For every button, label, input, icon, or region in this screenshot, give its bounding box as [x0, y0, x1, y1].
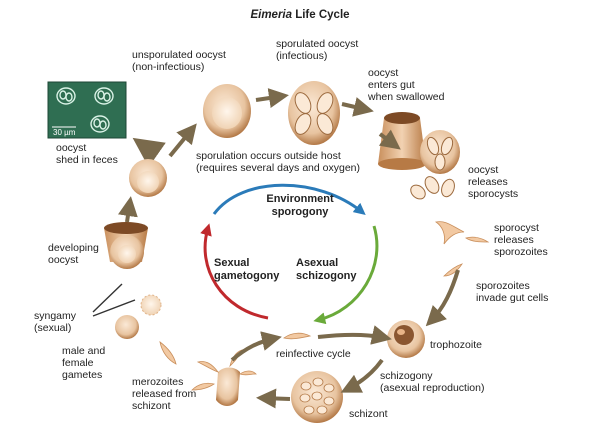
sporozoites [434, 221, 490, 277]
label-merozoites-released: merozoites released from schizont [132, 376, 197, 412]
unsporulated-oocyst [203, 84, 251, 138]
label-developing-oocyst: developing oocyst [48, 242, 99, 266]
label-gametes: male and female gametes [62, 345, 106, 381]
trophozoite [387, 320, 425, 358]
label-sporozoites-invade: sporozoites invade gut cells [476, 280, 549, 304]
label-trophozoite: trophozoite [430, 339, 482, 351]
lifecycle-arrows [118, 88, 460, 409]
syngamy-pointers [92, 283, 136, 317]
diagram-title: Eimeria Life Cycle [0, 9, 600, 21]
shed-oocyst [129, 159, 167, 197]
released-sporocysts [410, 130, 460, 200]
reinfective-merozoite [283, 332, 312, 340]
label-reinfective-cycle: reinfective cycle [276, 348, 351, 360]
title-species: Eimeria [250, 9, 293, 21]
label-schizont: schizont [349, 408, 388, 420]
title-suffix: Life Cycle [292, 9, 350, 21]
center-sexual: Sexual gametogony [214, 257, 280, 282]
label-oocyst-enters-gut: oocyst enters gut when swallowed [368, 67, 445, 103]
label-sporulation: sporulation occurs outside host (require… [196, 150, 361, 174]
cycle-arc-blue [212, 183, 366, 216]
center-environment: Environment sporogony [266, 193, 334, 218]
schizont [291, 371, 343, 423]
label-releases-sporocysts: oocyst releases sporocysts [468, 164, 519, 200]
label-sporulated-oocyst: sporulated oocyst (infectious) [276, 38, 359, 62]
center-asexual: Asexual schizogony [296, 257, 357, 282]
merozoites-released [191, 349, 257, 406]
gametes [115, 294, 177, 365]
label-syngamy: syngamy (sexual) [34, 310, 77, 334]
cycle-arc-red [200, 223, 269, 320]
gut-tube [378, 112, 426, 170]
label-oocyst-shed: oocyst shed in feces [56, 142, 118, 166]
micrograph-scale: 30 µm [53, 128, 76, 137]
central-cycle [200, 183, 379, 325]
cycle-arc-green [313, 225, 379, 325]
sporulated-oocyst [288, 81, 340, 145]
micrograph-image: 30 µm [47, 81, 127, 139]
developing-oocyst [104, 222, 148, 269]
label-schizogony: schizogony (asexual reproduction) [380, 370, 485, 394]
label-unsporulated-oocyst: unsporulated oocyst (non-infectious) [132, 49, 226, 73]
label-releases-sporozoites: sporocyst releases sporozoites [494, 222, 548, 258]
